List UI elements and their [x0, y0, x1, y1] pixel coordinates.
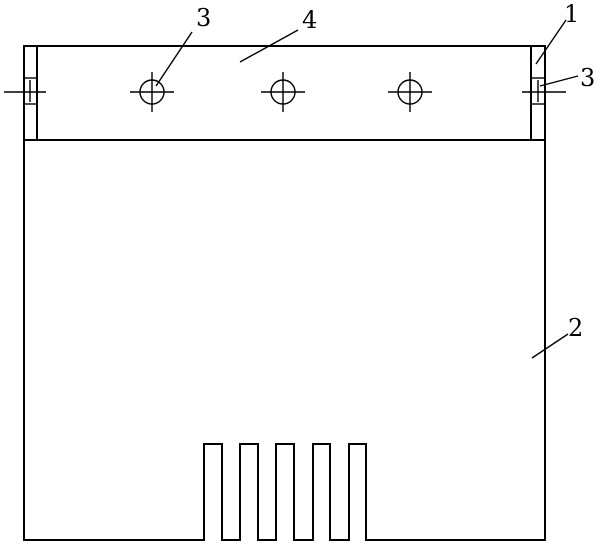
label-top-plate: 4 [302, 6, 317, 34]
leader-main-body [531, 333, 569, 359]
label-main-body: 2 [568, 314, 583, 342]
label-hole-top: 3 [196, 4, 211, 32]
leader-side-bar [535, 19, 567, 65]
leader-hole-side [539, 75, 579, 87]
mounting-hole-3 [388, 72, 432, 112]
label-hole-side: 3 [580, 64, 595, 92]
leader-top-plate [239, 29, 299, 63]
label-side-bar: 1 [564, 0, 579, 28]
body-outline [23, 45, 546, 541]
leader-hole-top [155, 31, 193, 87]
mounting-hole-2 [261, 72, 305, 112]
mounting-hole-1 [130, 72, 174, 112]
